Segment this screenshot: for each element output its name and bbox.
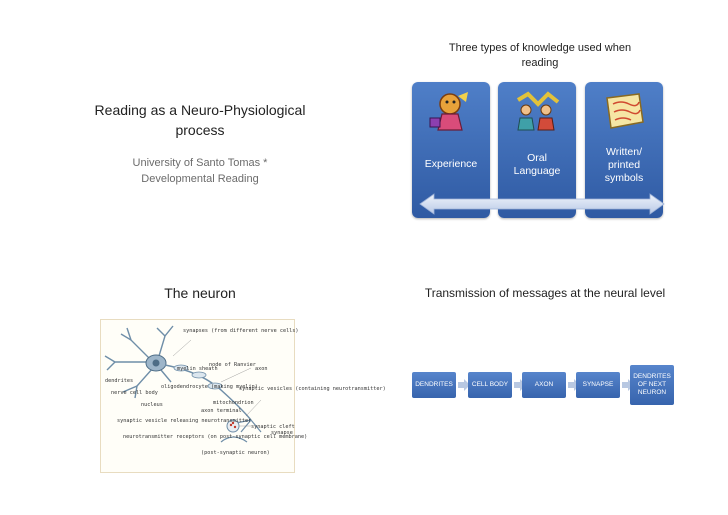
neuron-illustration <box>104 325 262 443</box>
label-receptors: neurotransmitter receptors (on post-syna… <box>123 434 308 440</box>
clipart-paper-scroll-icon <box>606 93 644 129</box>
double-headed-arrow-icon <box>419 193 665 215</box>
arrow-right-icon <box>458 379 470 391</box>
label-nucleus: nucleus <box>141 402 163 408</box>
label-vesicles: synaptic vesicles (containing neurotrans… <box>239 386 386 392</box>
knowledge-label-written-symbols: Written/ printed symbols <box>604 146 644 184</box>
label-oligodendrocyte: oligodendrocyte (making myelin) <box>161 384 258 390</box>
knowledge-box-oral-language: Oral Language <box>498 82 576 218</box>
neuron-diagram: synapses (from different nerve cells) my… <box>100 319 386 473</box>
flow-step-axon: AXON <box>522 372 566 398</box>
label-cleft: synaptic cleft <box>251 424 295 430</box>
flow-step-dendrites: DENDRITES <box>412 372 456 398</box>
slide3-title: The neuron <box>164 285 236 301</box>
label-myelin: myelin sheath <box>177 366 218 372</box>
label-axon: axon <box>255 366 268 372</box>
slide1-subtitle: University of Santo Tomas * Developmenta… <box>132 157 268 185</box>
slide2-title: Three types of knowledge used when readi… <box>448 42 632 69</box>
clipart-person-with-briefcase-icon <box>429 92 468 131</box>
knowledge-box-experience: Experience <box>412 82 490 218</box>
flow-step-next-neuron: DENDRITES OF NEXT NEURON <box>630 365 674 405</box>
flow-step-synapse: SYNAPSE <box>576 372 620 398</box>
label-dendrites: dendrites <box>105 378 134 384</box>
label-synapses: synapses (from different nerve cells) <box>183 328 299 334</box>
slide4-title: Transmission of messages at the neural l… <box>424 286 666 300</box>
label-synapse: synapse <box>271 430 293 436</box>
label-cellbody: nerve cell body <box>111 390 158 396</box>
clipart-people-talking-icon <box>516 91 560 131</box>
slide1-title: Reading as a Neuro-Physiological process <box>94 102 306 138</box>
flow-step-cell-body: CELL BODY <box>468 372 512 398</box>
label-mitochondrion: mitochondrion <box>213 400 254 406</box>
knowledge-label-oral-language: Oral Language <box>513 152 561 177</box>
label-axon-terminal: axon terminal <box>201 408 242 414</box>
knowledge-label-experience: Experience <box>424 158 478 170</box>
label-vesicle-release: synaptic vesicle releasing neurotransmit… <box>117 418 252 424</box>
label-ranvier: node of Ranvier <box>209 362 256 368</box>
label-postsynaptic: (post-synaptic neuron) <box>201 450 270 456</box>
